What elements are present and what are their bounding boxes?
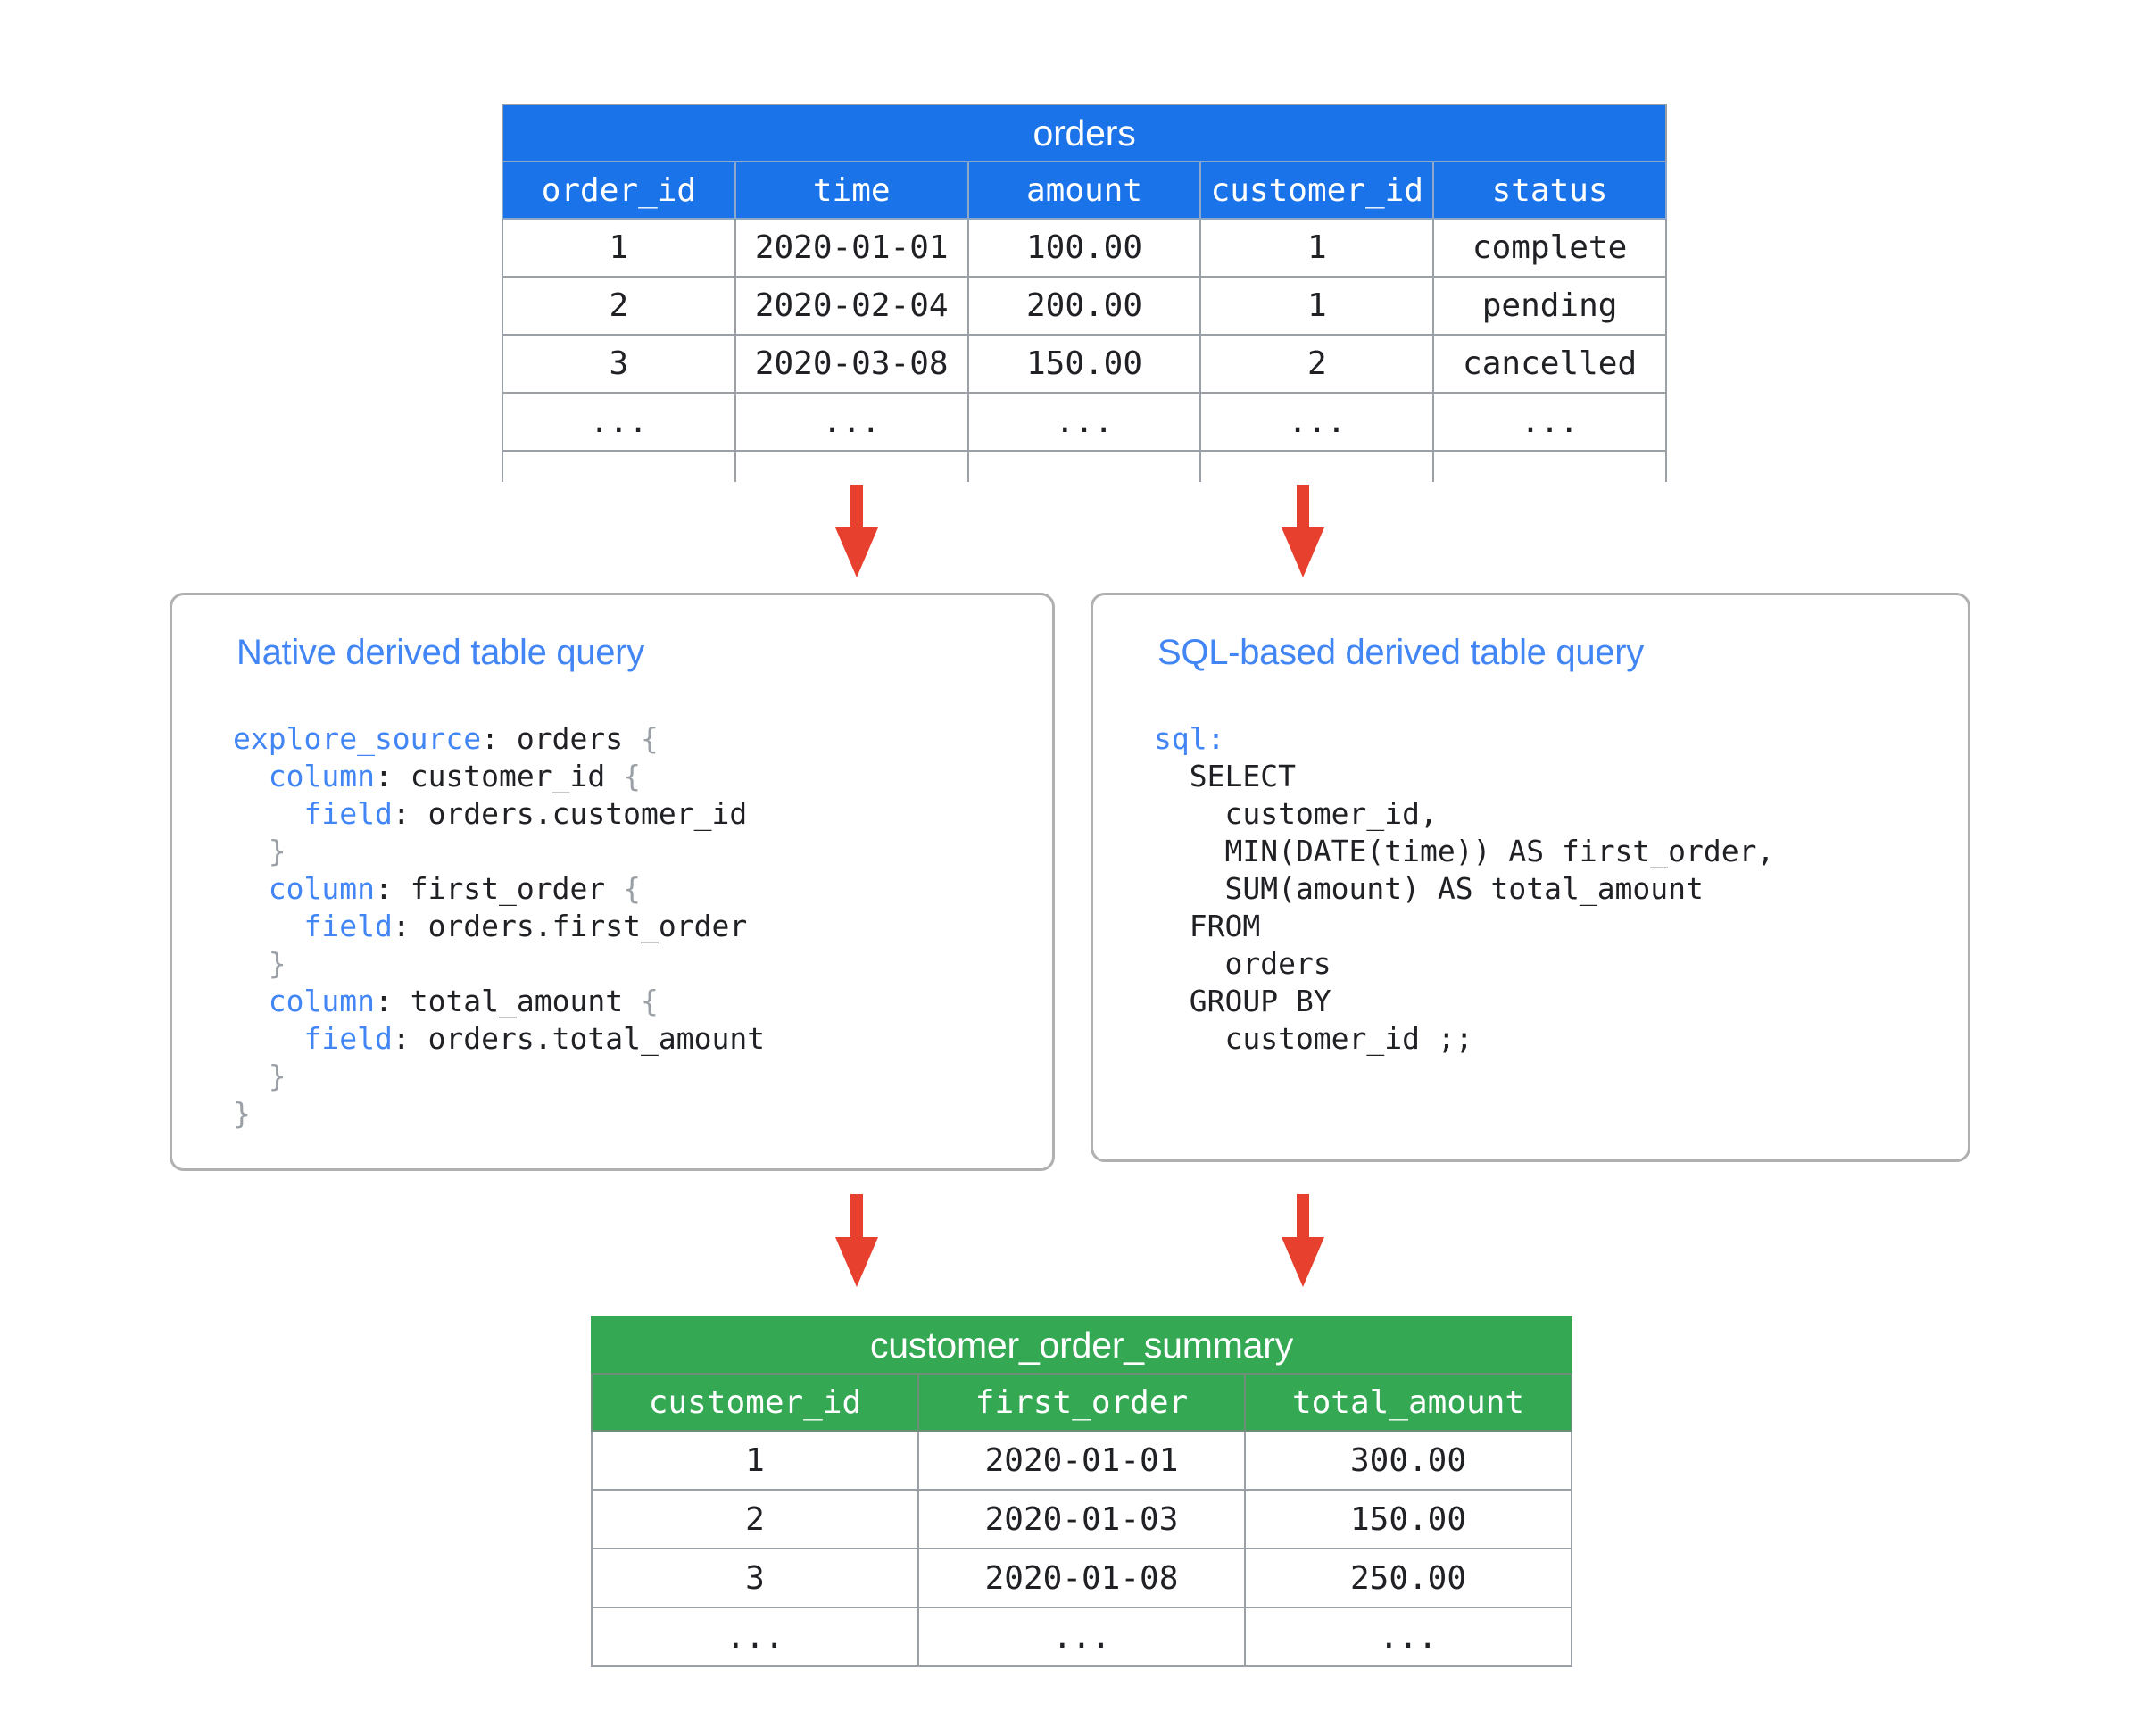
summary-cell: 150.00 <box>1244 1489 1572 1549</box>
customer-order-summary-table: customer_order_summary customer_id first… <box>591 1316 1572 1667</box>
arrow-orders-to-native-icon <box>835 485 878 577</box>
orders-column-header-status: status <box>1432 161 1667 220</box>
orders-column-header-amount: amount <box>966 161 1202 220</box>
orders-cell: 150.00 <box>966 334 1202 394</box>
orders-cell-empty <box>966 450 1202 482</box>
orders-column-header-order-id: order_id <box>502 161 736 220</box>
summary-column-header-total-amount: total_amount <box>1244 1373 1572 1432</box>
summary-table-body: customer_order_summary customer_id first… <box>591 1316 1572 1667</box>
summary-table-title: customer_order_summary <box>591 1316 1572 1375</box>
summary-cell: 250.00 <box>1244 1548 1572 1608</box>
sql-code-block: sql: SELECT customer_id, MIN(DATE(time))… <box>1154 721 1775 1056</box>
sql-derived-table-card: SQL-based derived table query sql: SELEC… <box>1091 593 1970 1162</box>
table-row: 2 2020-01-03 150.00 <box>591 1489 1572 1549</box>
orders-title-row: orders <box>502 104 1667 162</box>
orders-table-title: orders <box>502 104 1667 162</box>
table-row: 1 2020-01-01 300.00 <box>591 1430 1572 1491</box>
summary-column-header-first-order: first_order <box>917 1373 1246 1432</box>
orders-cell: 2020-01-01 <box>734 218 969 278</box>
orders-cell: 1 <box>1199 218 1435 278</box>
orders-cell: 2 <box>502 276 736 336</box>
orders-cell: 1 <box>502 218 736 278</box>
orders-cell: 1 <box>1199 276 1435 336</box>
summary-header-row: customer_id first_order total_amount <box>591 1373 1572 1432</box>
table-row-truncated <box>502 450 1667 482</box>
table-row: 3 2020-01-08 250.00 <box>591 1548 1572 1608</box>
orders-cell: ... <box>966 392 1202 452</box>
native-derived-table-card: Native derived table query explore_sourc… <box>170 593 1055 1171</box>
orders-cell: 100.00 <box>966 218 1202 278</box>
orders-cell-empty <box>1432 450 1667 482</box>
table-row: 2 2020-02-04 200.00 1 pending <box>502 276 1667 336</box>
table-row-ellipsis: ... ... ... ... ... <box>502 392 1667 452</box>
orders-cell-empty <box>502 450 736 482</box>
orders-column-header-time: time <box>734 161 969 220</box>
orders-cell: ... <box>1432 392 1667 452</box>
summary-cell: ... <box>917 1607 1246 1667</box>
summary-column-header-customer-id: customer_id <box>591 1373 919 1432</box>
summary-cell: 1 <box>591 1430 919 1491</box>
native-code-block: explore_source: orders { column: custome… <box>233 721 766 1131</box>
orders-cell: 2020-03-08 <box>734 334 969 394</box>
orders-cell-empty <box>1199 450 1435 482</box>
table-row: 3 2020-03-08 150.00 2 cancelled <box>502 334 1667 394</box>
orders-cell: cancelled <box>1432 334 1667 394</box>
summary-cell: 300.00 <box>1244 1430 1572 1491</box>
summary-cell: ... <box>591 1607 919 1667</box>
orders-cell: complete <box>1432 218 1667 278</box>
orders-cell: 2020-02-04 <box>734 276 969 336</box>
table-row: 1 2020-01-01 100.00 1 complete <box>502 218 1667 278</box>
orders-source-table: orders order_id time amount customer_id … <box>502 104 1667 482</box>
table-row-ellipsis: ... ... ... <box>591 1607 1572 1667</box>
orders-cell: ... <box>502 392 736 452</box>
orders-cell: ... <box>1199 392 1435 452</box>
summary-cell: 2020-01-08 <box>917 1548 1246 1608</box>
orders-cell: 3 <box>502 334 736 394</box>
orders-header-row: order_id time amount customer_id status <box>502 161 1667 220</box>
orders-cell: 200.00 <box>966 276 1202 336</box>
orders-cell: 2 <box>1199 334 1435 394</box>
summary-cell: ... <box>1244 1607 1572 1667</box>
sql-card-title: SQL-based derived table query <box>1157 633 1644 672</box>
summary-title-row: customer_order_summary <box>591 1316 1572 1375</box>
orders-cell: pending <box>1432 276 1667 336</box>
summary-cell: 3 <box>591 1548 919 1608</box>
summary-cell: 2 <box>591 1489 919 1549</box>
orders-cell: ... <box>734 392 969 452</box>
orders-cell-empty <box>734 450 969 482</box>
orders-table-body: orders order_id time amount customer_id … <box>502 104 1667 482</box>
summary-cell: 2020-01-01 <box>917 1430 1246 1491</box>
arrow-native-to-summary-icon <box>835 1194 878 1287</box>
native-card-title: Native derived table query <box>236 633 644 672</box>
arrow-sql-to-summary-icon <box>1282 1194 1324 1287</box>
arrow-orders-to-sql-icon <box>1282 485 1324 577</box>
orders-column-header-customer-id: customer_id <box>1199 161 1435 220</box>
summary-cell: 2020-01-03 <box>917 1489 1246 1549</box>
